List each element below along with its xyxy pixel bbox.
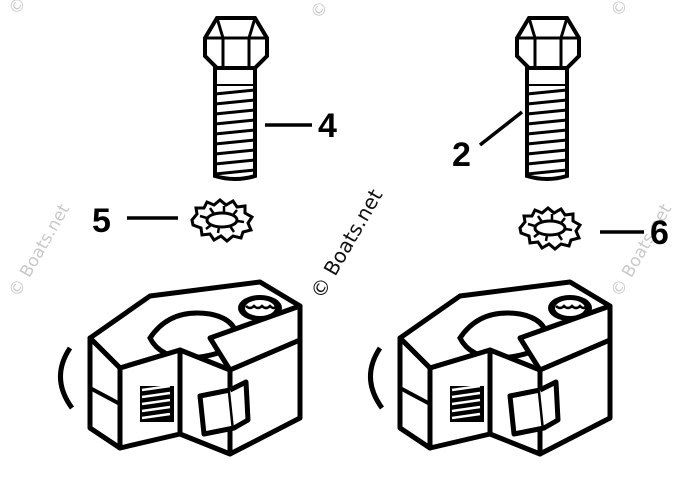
leader-2 <box>478 110 524 147</box>
watermark-top-mid: © Boats.net <box>307 0 376 23</box>
watermark-center: © Boats.net <box>306 185 388 303</box>
callout-5: 5 <box>92 202 111 240</box>
callout-2: 2 <box>452 136 471 174</box>
lock-washer-left <box>190 198 254 243</box>
leader-lines <box>127 110 644 234</box>
callout-6: 6 <box>650 214 669 252</box>
watermark-top-left: © Boats.net <box>5 0 74 19</box>
terminal-clamp-right <box>370 282 610 454</box>
watermark-top-right: © Boats.net <box>607 0 676 21</box>
bolt-right <box>515 16 581 181</box>
lock-washer-right <box>518 206 582 251</box>
callout-4: 4 <box>318 107 337 145</box>
terminal-clamp-left <box>60 282 300 454</box>
bolt-left <box>203 16 269 181</box>
watermark-left: © Boats.net <box>5 200 74 300</box>
